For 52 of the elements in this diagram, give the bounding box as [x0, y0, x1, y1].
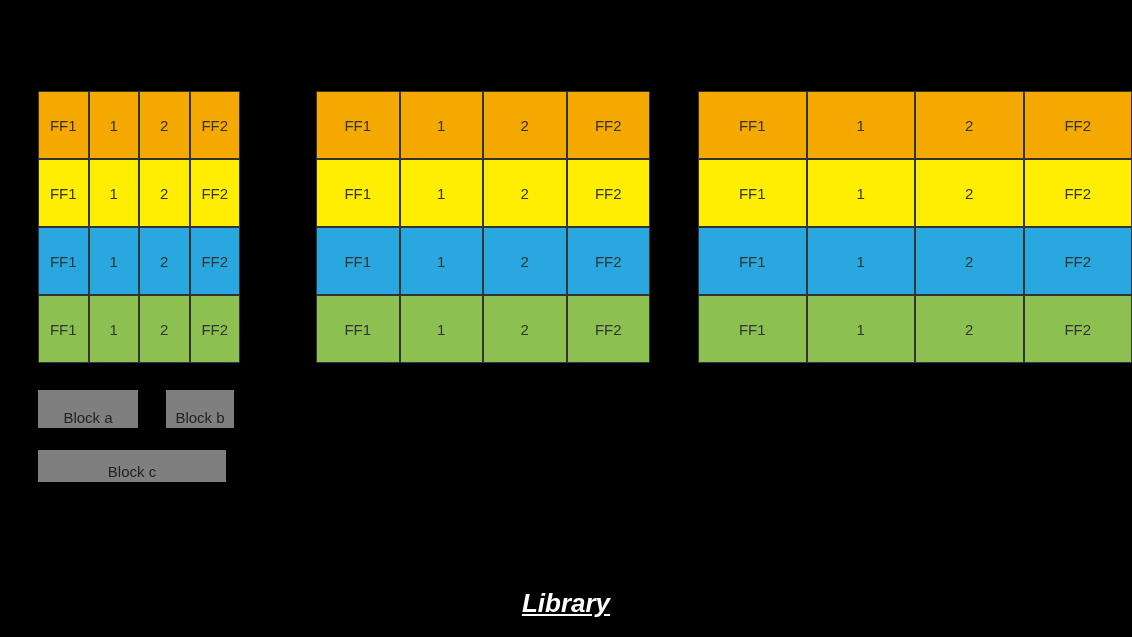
table-cell: FF1 [316, 227, 400, 295]
table-cell: FF1 [316, 295, 400, 363]
table-cell: FF2 [1023, 159, 1132, 227]
table-cell: FF1 [698, 295, 807, 363]
table-cell: 2 [483, 159, 567, 227]
table-cell: 2 [483, 227, 567, 295]
table-cell: 2 [139, 159, 190, 227]
table-cell: 1 [399, 227, 483, 295]
table-cell: FF1 [698, 227, 807, 295]
table-cell: 2 [915, 91, 1024, 159]
table-cell: 1 [806, 91, 915, 159]
table-cell: 2 [139, 295, 190, 363]
table-cell: 1 [399, 159, 483, 227]
table-cell: 1 [399, 295, 483, 363]
table-cell: FF1 [698, 91, 807, 159]
table-cell: 1 [88, 227, 139, 295]
table-cell: FF2 [1023, 295, 1132, 363]
table-cell: 1 [806, 227, 915, 295]
table-cell: 1 [88, 295, 139, 363]
table-cell: FF1 [38, 159, 89, 227]
block-box: Block b [166, 390, 234, 428]
table-cell: FF2 [189, 159, 240, 227]
table-cell: FF1 [38, 227, 89, 295]
table-cell: FF1 [698, 159, 807, 227]
table-cell: 2 [139, 227, 190, 295]
table-cell: 2 [483, 91, 567, 159]
table-cell: 1 [806, 295, 915, 363]
table-cell: 2 [915, 227, 1024, 295]
table-cell: 1 [399, 91, 483, 159]
table-cell: 2 [483, 295, 567, 363]
table-cell: FF2 [1023, 227, 1132, 295]
table-cell: 1 [88, 91, 139, 159]
table-cell: FF1 [316, 159, 400, 227]
table-cell: FF2 [566, 295, 650, 363]
block-box: Block a [38, 390, 138, 428]
table-cell: FF2 [189, 227, 240, 295]
table-cell: FF2 [566, 227, 650, 295]
table-cell: 1 [806, 159, 915, 227]
table-cell: 2 [915, 295, 1024, 363]
table-cell: 2 [139, 91, 190, 159]
table-cell: 2 [915, 159, 1024, 227]
table-cell: FF2 [189, 91, 240, 159]
table-cell: FF1 [38, 91, 89, 159]
table-cell: FF1 [316, 91, 400, 159]
block-box: Block c [38, 450, 226, 482]
table-cell: FF2 [566, 159, 650, 227]
table-cell: 1 [88, 159, 139, 227]
caption: Library [521, 588, 611, 618]
table-cell: FF2 [189, 295, 240, 363]
table-cell: FF2 [1023, 91, 1132, 159]
table-cell: FF1 [38, 295, 89, 363]
table-cell: FF2 [566, 91, 650, 159]
